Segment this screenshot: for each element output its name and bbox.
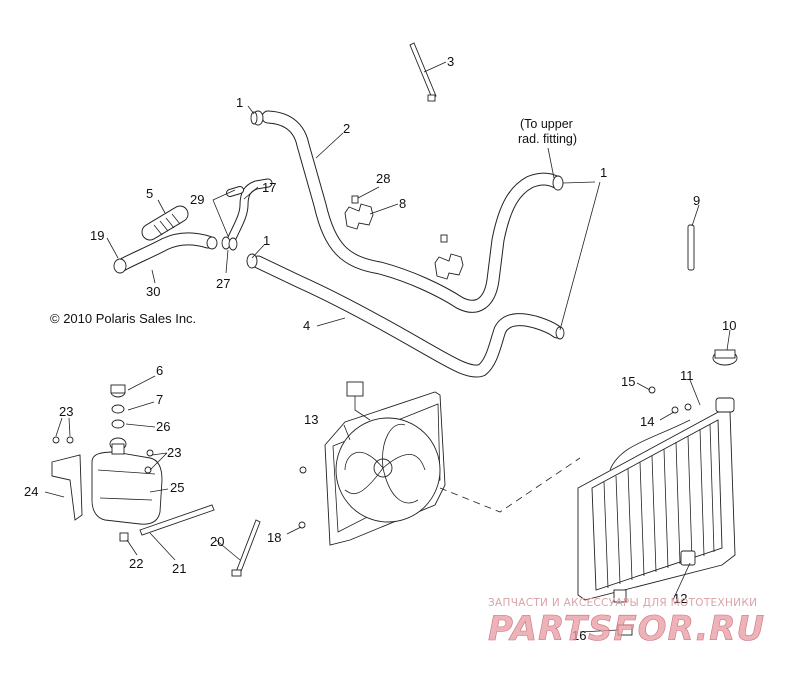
callout-labels: 1 2 3 4 5 6 7 8 9 10 11 12 13 14 15 16 1… [24, 54, 736, 643]
callout-14: 14 [640, 414, 654, 429]
callout-4: 4 [303, 318, 310, 333]
callout-17: 17 [262, 180, 276, 195]
callout-8: 8 [399, 196, 406, 211]
note-line-1: (To upper [520, 117, 573, 131]
note-line-2: rad. fitting) [518, 132, 577, 146]
leader-lines [44, 61, 731, 633]
pin [687, 224, 695, 271]
callout-30: 30 [146, 284, 160, 299]
callout-11: 11 [680, 368, 694, 383]
callout-19: 19 [90, 228, 104, 243]
radiator [577, 349, 738, 636]
callout-6: 6 [156, 363, 163, 378]
bypass-hose [226, 178, 273, 243]
callout-29: 29 [190, 192, 204, 207]
callout-9: 9 [693, 193, 700, 208]
callout-20: 20 [210, 534, 224, 549]
inlet-hose [113, 232, 218, 274]
hose-clamps-center [221, 236, 238, 251]
callout-16: 16 [572, 628, 586, 643]
watermark-brand: PARTSFOR.RU [488, 609, 765, 649]
callout-1: 1 [236, 95, 243, 110]
coolant-reservoir [91, 384, 163, 525]
watermark: ЗАПЧАСТИ И АКСЕССУАРЫ ДЛЯ МОТОТЕХНИКИ PA… [488, 597, 765, 649]
long-bolt [231, 519, 261, 577]
callout-10: 10 [722, 318, 736, 333]
callout-12: 12 [673, 591, 687, 606]
callout-7: 7 [156, 392, 163, 407]
callout-24: 24 [24, 484, 38, 499]
watermark-tagline: ЗАПЧАСТИ И АКСЕССУАРЫ ДЛЯ МОТОТЕХНИКИ [488, 597, 757, 609]
upper-fitting-note: (To upper rad. fitting) [518, 117, 577, 146]
callout-2: 2 [343, 121, 350, 136]
upper-radiator-hose [250, 110, 564, 313]
hose-sleeve [141, 205, 189, 241]
copyright-text: © 2010 Polaris Sales Inc. [50, 311, 196, 326]
callout-26: 26 [156, 419, 170, 434]
callout-3: 3 [447, 54, 454, 69]
lower-radiator-hose [246, 253, 565, 378]
callout-5: 5 [146, 186, 153, 201]
callout-23-left: 23 [59, 404, 73, 419]
callout-23-right: 23 [167, 445, 181, 460]
callout-15: 15 [621, 374, 635, 389]
dashed-leader [439, 457, 581, 513]
hose-clips [344, 195, 464, 280]
callout-18: 18 [267, 530, 281, 545]
callout-25: 25 [170, 480, 184, 495]
callout-27: 27 [216, 276, 230, 291]
overflow-tube [119, 504, 215, 542]
breather-tube [409, 42, 437, 102]
callout-22: 22 [129, 556, 143, 571]
callout-1-center: 1 [263, 233, 270, 248]
reservoir-bracket [51, 436, 154, 521]
callout-21: 21 [172, 561, 186, 576]
callout-1-right: 1 [600, 165, 607, 180]
callout-28: 28 [376, 171, 390, 186]
callout-13: 13 [304, 412, 318, 427]
cooling-fan [298, 381, 446, 546]
